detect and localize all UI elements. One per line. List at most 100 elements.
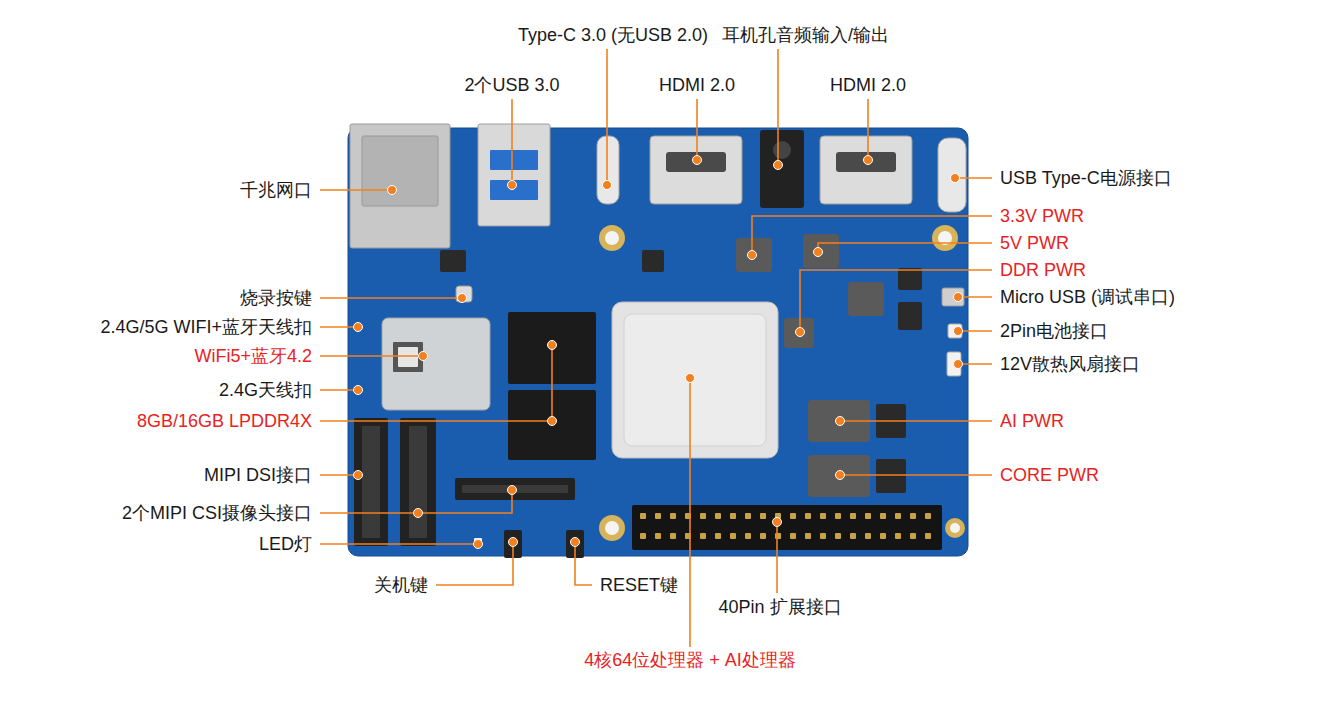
leader-dot [954, 327, 963, 336]
leader-line [840, 474, 992, 476]
leader-dot [814, 248, 823, 257]
qr-code [398, 347, 418, 367]
leader-dot [419, 352, 428, 361]
leader-dot [954, 360, 963, 369]
antenna-connector [354, 386, 362, 394]
usb3-tongue [490, 150, 538, 170]
leader-line [818, 243, 992, 252]
audio-jack-hole [773, 141, 791, 159]
leader-line [320, 389, 358, 391]
mipi-dsi-slot [362, 426, 380, 538]
mipi-csi-slot [409, 426, 427, 538]
header-pin [655, 513, 661, 519]
mipi-dsi-connector [354, 418, 388, 546]
leader-line [575, 542, 592, 585]
leader-line [320, 355, 423, 357]
mipi-csi-connector [400, 418, 436, 546]
header-pin [850, 533, 856, 539]
callout-label: MIPI DSI接口 [204, 464, 312, 486]
header-pin [700, 533, 706, 539]
header-pin [835, 513, 841, 519]
header-pin [715, 533, 721, 539]
mipi-csi-connector [455, 478, 575, 500]
callout-label: 2.4G天线扣 [219, 379, 312, 401]
callout-label: 8GB/16GB LPDDR4X [137, 410, 312, 432]
leader-line [840, 420, 992, 422]
header-pin [910, 513, 916, 519]
leader-dot [954, 293, 963, 302]
callout-label: RESET键 [600, 574, 678, 596]
power-ic [876, 459, 906, 493]
leader-line [320, 543, 478, 545]
leader-dot [686, 374, 695, 383]
leader-dot [748, 251, 757, 260]
callout-label: 2Pin电池接口 [1000, 320, 1108, 342]
hdmi-opening [836, 152, 896, 172]
leader-dot [354, 386, 363, 395]
leader-line [320, 189, 392, 191]
ic-chip [898, 268, 922, 290]
inductor [848, 282, 884, 316]
mounting-hole [605, 231, 619, 245]
audio-jack [760, 130, 804, 208]
leader-dot [548, 341, 557, 350]
header-pin [805, 513, 811, 519]
header-pin [670, 513, 676, 519]
leader-dot [773, 518, 782, 527]
leader-dot [548, 417, 557, 426]
callout-label: CORE PWR [1000, 464, 1099, 486]
hdmi-port [650, 136, 742, 204]
leader-dot [603, 181, 612, 190]
header-pin [880, 513, 886, 519]
leader-dot [508, 181, 517, 190]
leader-dot [474, 540, 483, 549]
leader-dot [414, 509, 423, 518]
callout-label: 12V散热风扇接口 [1000, 353, 1140, 375]
leader-line [955, 177, 992, 179]
header-pin [790, 533, 796, 539]
leader-dot [693, 156, 702, 165]
soc-heatspreader [612, 302, 778, 458]
header-pin [640, 513, 646, 519]
header-pin [865, 533, 871, 539]
leader-line [320, 326, 358, 328]
leader-line [511, 99, 513, 185]
callout-label: Micro USB (调试串口) [1000, 286, 1175, 308]
leader-dot [509, 538, 518, 547]
callout-label: AI PWR [1000, 410, 1064, 432]
leader-line [320, 345, 552, 421]
typec-port [597, 136, 619, 204]
leader-dot [836, 417, 845, 426]
leader-dot [864, 156, 873, 165]
leader-line [958, 296, 992, 298]
leader-line [436, 542, 513, 585]
callout-label: 千兆网口 [240, 179, 312, 201]
header-pin [730, 513, 736, 519]
burn-button [456, 286, 472, 302]
callout-label: 4核64位处理器 + AI处理器 [584, 649, 796, 671]
header-pin [745, 533, 751, 539]
mounting-hole [599, 515, 625, 541]
gpio-header [632, 505, 942, 550]
hdmi-port [820, 136, 912, 204]
header-pin [730, 533, 736, 539]
leader-line [696, 99, 698, 160]
usb3-port [478, 124, 550, 226]
mounting-hole [599, 225, 625, 251]
leader-line [777, 49, 779, 165]
ethernet-jack-face [362, 136, 438, 206]
header-pin [820, 533, 826, 539]
leader-line [752, 216, 992, 255]
leader-line [320, 297, 462, 299]
leader-dot [458, 294, 467, 303]
callout-label: 烧录按键 [240, 287, 312, 309]
leader-dot [508, 486, 517, 495]
inductor [784, 318, 814, 348]
ic-chip [642, 250, 664, 272]
callout-label: 2个MIPI CSI摄像头接口 [122, 502, 312, 524]
callout-label: 5V PWR [1000, 232, 1069, 254]
leader-line [320, 474, 358, 476]
leader-dot [774, 161, 783, 170]
callout-label: DDR PWR [1000, 259, 1086, 281]
